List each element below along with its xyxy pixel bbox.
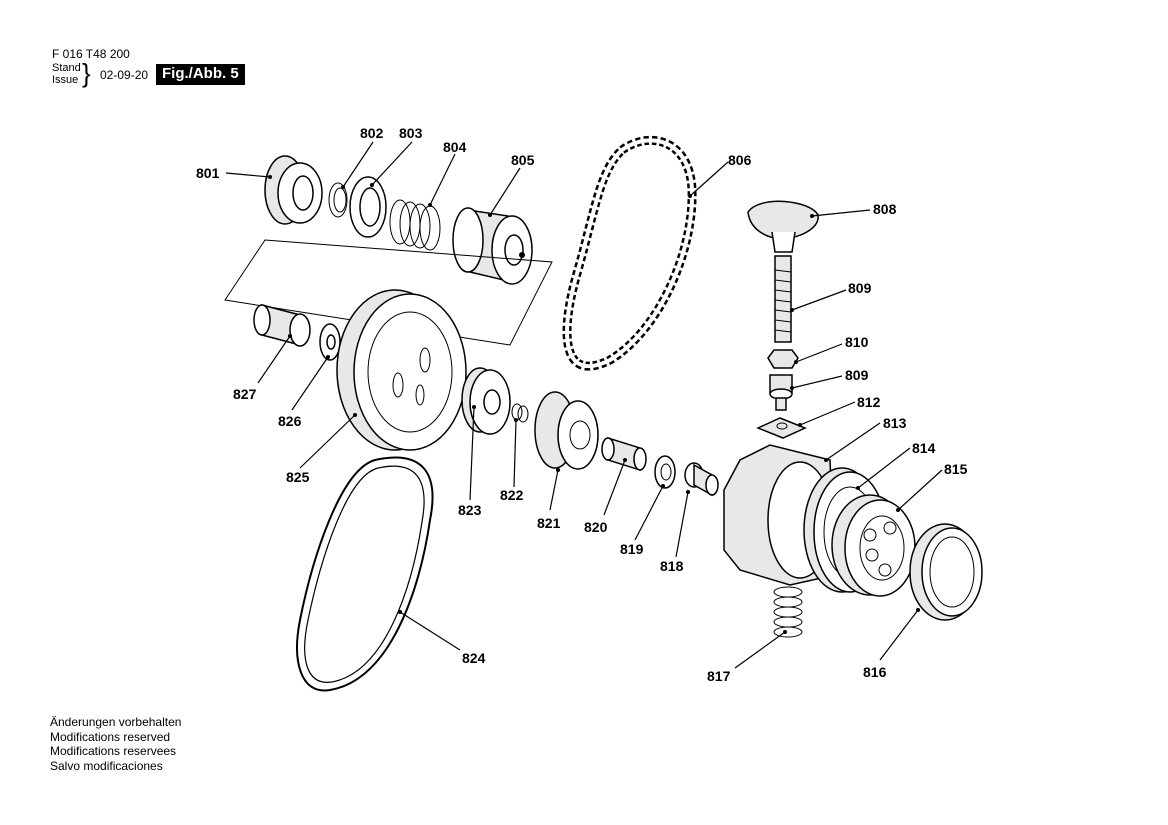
callout-809-upper: 809	[848, 280, 872, 296]
callout-818: 818	[660, 558, 684, 574]
callout-810: 810	[845, 334, 869, 350]
part-code: F 016 T48 200	[52, 47, 130, 61]
part-826-washer	[319, 323, 341, 361]
callout-806: 806	[728, 152, 752, 168]
part-827-sleeve	[253, 304, 311, 347]
part-816-seal-ring	[909, 523, 983, 621]
part-809-threaded-shaft	[774, 255, 792, 343]
callout-labels: 801 802 803 804 805 806 808 809 810 809 …	[196, 125, 968, 684]
stand-issue-label: Stand Issue	[52, 62, 81, 86]
part-819-washer	[654, 455, 676, 489]
brace-symbol: }	[82, 58, 91, 88]
assembly-bracket-line	[224, 239, 553, 346]
callout-827: 827	[233, 386, 257, 402]
callout-805: 805	[511, 152, 535, 168]
part-803-washer	[349, 176, 387, 238]
figure-label: Fig./Abb. 5	[156, 64, 245, 85]
part-815-ball-bearing	[831, 494, 916, 597]
modifications-notice: Änderungen vorbehalten Modifications res…	[50, 715, 181, 773]
callout-813: 813	[883, 415, 907, 431]
part-808-knob	[747, 200, 819, 253]
part-805-coupling	[452, 207, 533, 285]
callout-819: 819	[620, 541, 644, 557]
stand-label: Stand	[52, 62, 81, 74]
callout-803: 803	[399, 125, 423, 141]
notice-en: Modifications reserved	[50, 729, 171, 744]
part-810-nut	[767, 349, 799, 369]
callout-809-lower: 809	[845, 367, 869, 383]
callout-824: 824	[462, 650, 486, 666]
notice-fr: Modifications reservees	[50, 744, 177, 758]
part-806-chain	[562, 135, 697, 371]
issue-date: 02-09-20	[100, 68, 149, 82]
part-825-pulley	[336, 289, 467, 451]
callout-822: 822	[500, 487, 524, 503]
callout-808: 808	[873, 201, 897, 217]
part-824-v-belt	[296, 456, 434, 692]
part-804-spring	[389, 199, 441, 251]
callout-814: 814	[912, 440, 936, 456]
callout-826: 826	[278, 413, 302, 429]
callout-817: 817	[707, 668, 731, 684]
callout-825: 825	[286, 469, 310, 485]
notice-de: Änderungen vorbehalten	[50, 715, 182, 729]
notice-es: Salvo modificaciones	[50, 758, 163, 773]
part-802-circlip	[328, 182, 348, 218]
callout-812: 812	[857, 394, 881, 410]
part-812-pad	[756, 417, 807, 439]
callout-821: 821	[537, 515, 561, 531]
part-823-flange	[461, 367, 511, 435]
part-809-bolt	[769, 374, 793, 411]
callout-801: 801	[196, 165, 220, 181]
part-817-spring	[773, 586, 803, 638]
issue-label: Issue	[52, 74, 79, 86]
callout-816: 816	[863, 664, 887, 680]
part-821-sprocket	[534, 391, 599, 470]
part-818-flange-bushing	[684, 462, 719, 497]
callout-815: 815	[944, 461, 968, 477]
part-820-bushing	[601, 436, 647, 472]
callout-820: 820	[584, 519, 608, 535]
callout-804: 804	[443, 139, 467, 155]
leader-lines	[225, 141, 943, 669]
callout-802: 802	[360, 125, 384, 141]
callout-823: 823	[458, 502, 482, 518]
part-801-seal-cap	[264, 155, 323, 225]
